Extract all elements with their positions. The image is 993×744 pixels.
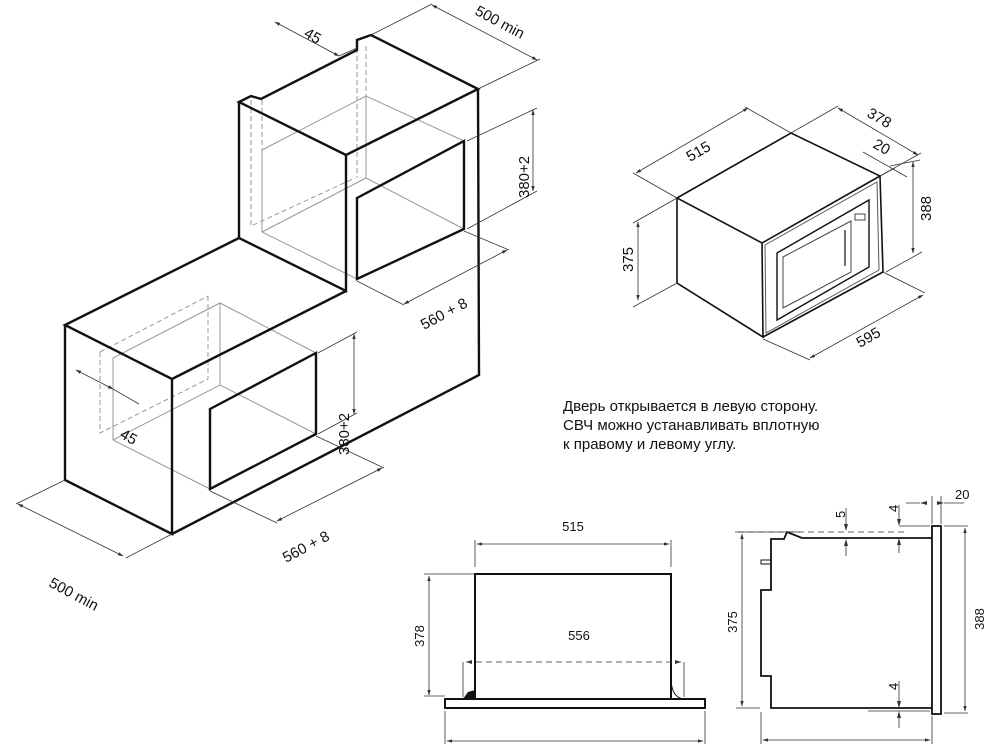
upper-niche-opening — [355, 139, 466, 281]
lower-niche-opening — [208, 351, 318, 491]
installation-note: Дверь открывается в левую сторону. СВЧ м… — [563, 397, 820, 454]
iso-front-width-label: 595 — [854, 324, 884, 351]
side-offset-top-label: 4 — [886, 505, 901, 512]
side-view: 5 4 20 375 388 4 378 — [725, 487, 987, 744]
iso-door-label: 20 — [870, 136, 893, 159]
front-height-label: 378 — [412, 625, 427, 647]
side-door-label: 20 — [955, 487, 969, 502]
iso-width-label: 515 — [684, 138, 714, 165]
iso-total-height-label: 388 — [918, 196, 935, 221]
side-offset-bottom-label: 4 — [886, 683, 901, 690]
cabinet-isometric: 45 500 min 380+2 560 + 8 45 380+2 560 + … — [15, 3, 541, 615]
front-view: 515 378 556 595 — [412, 519, 706, 744]
front-top-width-label: 515 — [562, 519, 584, 534]
side-total-height-label: 388 — [972, 608, 987, 630]
upper-height-label: 380+2 — [516, 156, 533, 198]
upper-gap-45-label: 45 — [301, 25, 324, 48]
note-line: к правому и левому углу. — [563, 436, 737, 453]
cabinet-dimensions: 45 500 min 380+2 560 + 8 45 380+2 560 + … — [15, 3, 541, 615]
iso-depth-label: 378 — [864, 105, 894, 132]
cabinet-outline — [62, 33, 481, 536]
cabinet-hidden-lines — [99, 46, 465, 490]
note-line: Дверь открывается в левую сторону. — [563, 398, 819, 415]
side-knob — [760, 559, 772, 565]
lower-width-label: 560 + 8 — [280, 528, 333, 567]
microwave-isometric: 515 378 20 388 375 595 — [620, 105, 935, 361]
lower-gap-45-label: 45 — [117, 426, 140, 449]
lower-height-label: 380+2 — [336, 413, 353, 455]
door-window — [782, 220, 852, 309]
front-inner-width-label: 556 — [568, 628, 590, 643]
control-panel-display — [854, 213, 866, 221]
side-body-height-label: 375 — [725, 611, 740, 633]
lower-depth-label: 500 min — [46, 575, 101, 615]
upper-depth-label: 500 min — [472, 3, 527, 43]
door-frame — [776, 198, 870, 322]
upper-width-label: 560 + 8 — [418, 295, 471, 334]
side-gap-top-label: 5 — [833, 511, 848, 518]
iso-body-height-label: 375 — [620, 247, 637, 272]
note-line: СВЧ можно устанавливать вплотную — [563, 417, 820, 434]
